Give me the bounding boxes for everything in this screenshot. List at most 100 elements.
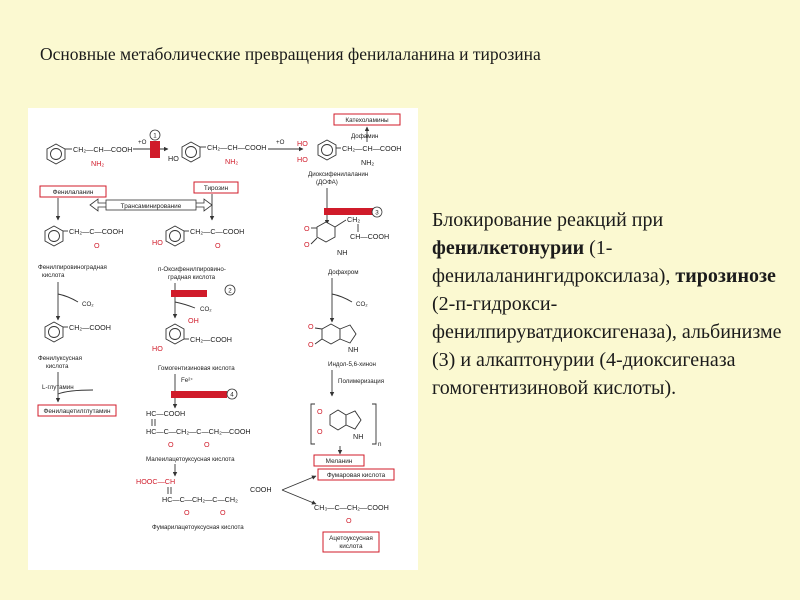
hpp-formula: CH₂—C—COOH (190, 227, 244, 236)
block-3-bar (324, 208, 374, 215)
dopachrome-o-bottom: O (304, 240, 310, 249)
block-2-bar (171, 290, 207, 297)
tyrosine-ring (181, 141, 201, 163)
fumar-o-1: O (184, 508, 190, 517)
co2-label-1: CO₂ (82, 301, 94, 308)
hpp-label-2: градная кислота (168, 274, 216, 281)
dopa-ho-bottom: HO (297, 155, 308, 164)
block-3-circle (371, 206, 383, 218)
dopa-formula: CH₂—CH—COOH (342, 144, 402, 153)
malei-o-1: O (168, 440, 174, 449)
phenylalanine-formula: CH₂—CH—COOH (73, 145, 133, 154)
indolequinone-pyrrole (339, 324, 357, 344)
phenylalanine-ring (46, 143, 66, 165)
dopachrome-ring (316, 221, 336, 243)
oxidation-label-2: +O (276, 139, 285, 146)
block-1-number: 1 (153, 133, 157, 140)
block-2-circle (224, 284, 236, 296)
catecholamines-box (333, 113, 401, 126)
block-3-number: 3 (375, 210, 379, 217)
melanin-box (313, 454, 365, 467)
tyrosine-box-label: Тирозин (204, 185, 229, 192)
indolequinone-o-top: O (308, 322, 314, 331)
phenylpyruvic-label-2: кислота (42, 272, 65, 279)
fumar-o-2: O (220, 508, 226, 517)
phenylacetylglutamine-label: Фенилацетилглутамин (44, 408, 111, 415)
dopa-nh2: NH₂ (361, 158, 374, 167)
homogentisic-ho: HO (152, 344, 163, 353)
oxidation-label-1: +O (138, 139, 147, 146)
description-intro: Блокирование реакций при (432, 209, 664, 231)
enzyme-1-text: (1-фенилаланингидроксилаза), (432, 237, 676, 287)
indolequinone-o-bottom: O (308, 340, 314, 349)
phenylalanine-nh2: NH₂ (91, 159, 104, 168)
phenylpyruvic-o: O (94, 241, 100, 250)
metabolic-pathway-diagram: Катехоламины Дофамин CH₂—CH—COOH NH₂ +O … (28, 108, 418, 570)
block-4-bar (171, 391, 227, 398)
catecholamines-label: Катехоламины (345, 117, 389, 124)
co2-label-2: CO₂ (200, 306, 212, 313)
indolequinone-ring (321, 323, 341, 345)
phenylalanine-box-label: Фенилаланин (53, 189, 94, 196)
dopachrome-ch-cooh: CH—COOH (350, 232, 389, 241)
homogentisic-oh: OH (188, 316, 199, 325)
melanin-pyrrole (345, 410, 362, 430)
indolequinone-nh: NH (348, 345, 358, 354)
block-4-circle (226, 388, 238, 400)
homogentisic-formula: CH₂—COOH (190, 335, 232, 344)
transamination-label: Трансаминирование (121, 203, 182, 210)
dopachrome-ch2: CH₂ (347, 215, 360, 224)
fumaric-acid-box (317, 468, 395, 481)
dopa-ring (317, 139, 337, 161)
malei-o-2: O (204, 440, 210, 449)
fumar-cooh: COOH (250, 485, 272, 494)
l-glutamine-label: L-глутамин (42, 384, 74, 391)
dopa-label-1: Диоксифенилаланин (308, 171, 368, 178)
phenylpyruvic-formula: CH₂—C—COOH (69, 227, 123, 236)
co2-label-3: CO₂ (356, 301, 368, 308)
slide-title: Основные метаболические превращения фени… (40, 44, 541, 64)
block-1-bar (150, 141, 160, 158)
acetoacetic-label-1: Ацетоуксусная (329, 535, 373, 542)
tyrosine-ho: HO (168, 154, 179, 163)
acetoacetic-formula: CH₃—C—CH₂—COOH (314, 503, 389, 512)
melanin-ring (329, 409, 347, 431)
dopachrome-o-top: O (304, 224, 310, 233)
fumar-hooc-ch: HOOC—CH (136, 477, 175, 486)
polymerization-label: Полимеризация (338, 378, 384, 385)
hpp-ho: HO (152, 238, 163, 247)
block-description: Блокирование реакций при фенилкетонурии … (432, 206, 792, 402)
phenylalanine-box (39, 185, 107, 198)
maleylacetoacetic-label: Малеилацетоуксусная кислота (146, 456, 235, 463)
fumaric-acid-label: Фумаровая кислота (327, 472, 386, 479)
melanin-n-subscript: n (378, 441, 382, 448)
block-1-circle (149, 129, 161, 141)
tyrosine-box (193, 181, 239, 194)
block-4-number: 4 (230, 392, 234, 399)
phenylacetic-label-2: кислота (46, 363, 69, 370)
fe-label: Fe²⁺ (181, 377, 194, 384)
fumarylacetoacetic-label: Фумарилацетоуксусная кислота (152, 524, 244, 531)
melanin-nh: NH (353, 432, 363, 441)
dopachrome-nh: NH (337, 248, 347, 257)
dopamine-label: Дофамин (351, 133, 378, 140)
phenylacetic-label-1: Фенилуксусная (38, 355, 82, 362)
enzyme-2-text: (2-п-гидрокси-фенилпируватдиоксигеназа),… (432, 293, 782, 399)
phenylacetic-formula: CH₂—COOH (69, 323, 111, 332)
malei-chain: HC—C—CH₂—C—CH₂—COOH (146, 427, 251, 436)
phenylacetic-ring (44, 321, 64, 343)
tyrosine-nh2: NH₂ (225, 157, 238, 166)
dopachrome-label: Дофахром (328, 269, 358, 276)
disease-phenylketonuria: фенилкетонурии (432, 237, 585, 259)
acetoacetic-o: O (346, 516, 352, 525)
hpp-ring (165, 225, 185, 247)
phenylacetylglutamine-box (37, 404, 117, 417)
disease-tyrosinosis: тирозинозе (675, 265, 776, 287)
block-2-number: 2 (228, 288, 232, 295)
fumar-chain: HC—C—CH₂—C—CH₂ (162, 495, 238, 504)
acetoacetic-label-2: кислота (339, 543, 363, 550)
melanin-o-bottom: O (317, 427, 323, 436)
acetoacetic-acid-box (322, 531, 380, 553)
malei-hc-cooh: HC—COOH (146, 409, 185, 418)
dopa-ho-top: HO (297, 139, 308, 148)
